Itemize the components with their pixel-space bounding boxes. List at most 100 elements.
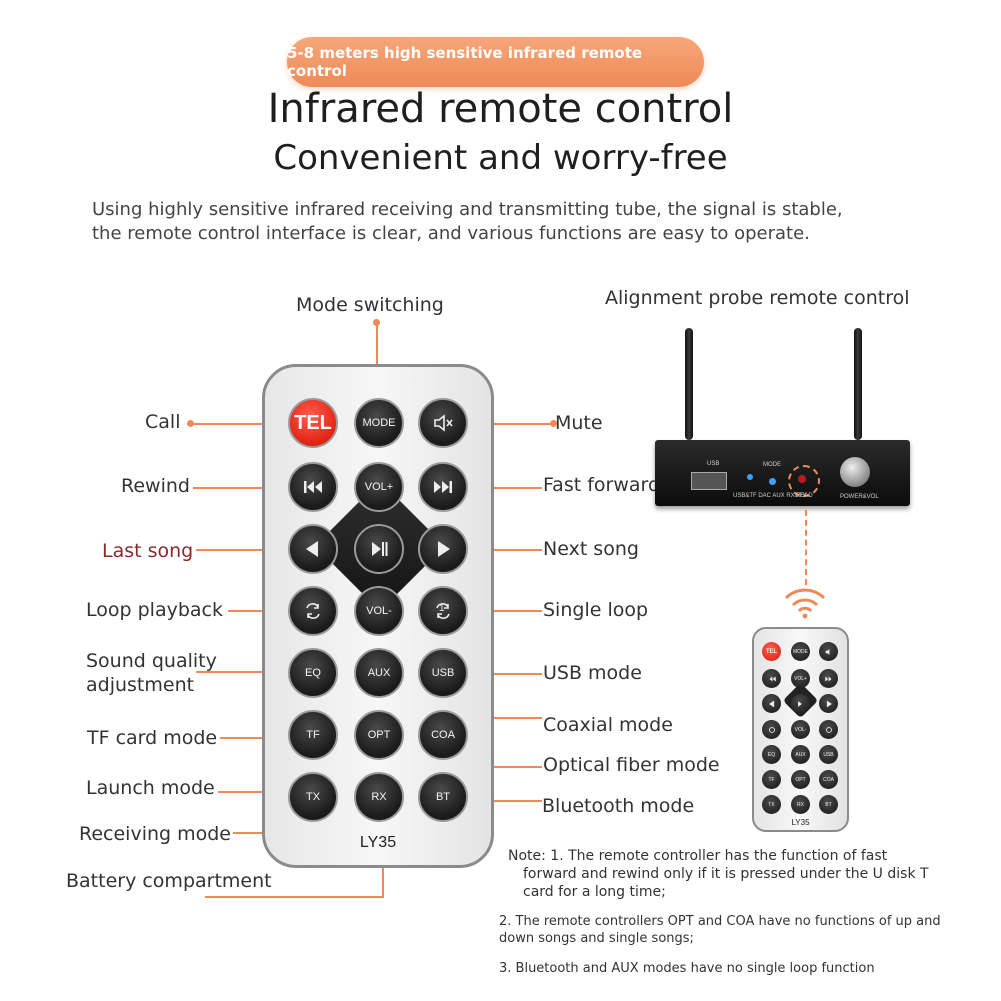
small-tf-button: TF	[762, 770, 781, 789]
mute-icon	[434, 414, 453, 432]
rewind-button[interactable]	[288, 462, 338, 512]
leader-line-rewind	[193, 487, 293, 489]
description-line-1: Using highly sensitive infrared receivin…	[92, 199, 843, 220]
label-launch-mode: Launch mode	[86, 777, 215, 799]
leader-dot	[550, 420, 557, 427]
opt-button[interactable]: OPT	[354, 710, 404, 760]
eq-label: EQ	[305, 667, 321, 679]
play-pause-button[interactable]	[354, 524, 404, 574]
device-read-label: READ	[796, 493, 813, 499]
leader-line-battery-v	[382, 866, 384, 898]
fast-forward-button[interactable]	[418, 462, 468, 512]
note-2-line-2: down songs and single songs;	[499, 931, 694, 946]
note-2-line-1: 2. The remote controllers OPT and COA ha…	[499, 914, 941, 929]
signal-dashed-line	[805, 510, 807, 585]
label-tf-card-mode: TF card mode	[87, 727, 218, 749]
prev-button[interactable]	[288, 524, 338, 574]
small-prev-button	[762, 694, 781, 713]
small-prev-icon	[768, 700, 774, 707]
tel-button-label: TEL	[294, 411, 332, 434]
mode-button-label: MODE	[362, 417, 396, 429]
device-mode-label: MODE	[763, 462, 781, 468]
bt-label: BT	[435, 791, 451, 803]
leader-line-single-loop	[464, 610, 542, 612]
banner-pill: 5-8 meters high sensitive infrared remot…	[287, 37, 704, 87]
small-ff-icon	[824, 676, 831, 681]
rx-label: RX	[371, 791, 387, 803]
eq-button[interactable]: EQ	[288, 648, 338, 698]
small-mode-button: MODE	[791, 642, 810, 661]
leader-line-eq	[196, 671, 292, 673]
label-coaxial-mode: Coaxial mode	[543, 714, 673, 736]
usb-button[interactable]: USB	[418, 648, 468, 698]
leader-dot	[373, 319, 380, 326]
leader-dot	[187, 420, 194, 427]
small-eq-label: EQ	[767, 751, 776, 758]
small-vol-down-label: VOL-	[794, 726, 807, 733]
led-indicator	[769, 478, 776, 485]
label-sound-quality-1: Sound quality	[86, 650, 217, 672]
opt-label: OPT	[367, 729, 391, 741]
leader-line-call	[190, 423, 290, 425]
tel-button[interactable]: TEL	[288, 398, 338, 448]
mode-button[interactable]: MODE	[354, 398, 404, 448]
small-bt-button: BT	[819, 795, 838, 814]
loop-button[interactable]	[288, 586, 338, 636]
small-loop-icon	[768, 726, 775, 733]
coa-button[interactable]: COA	[418, 710, 468, 760]
rewind-icon	[304, 481, 322, 493]
small-single-loop-button	[819, 720, 838, 739]
remote-model-label: LY35	[359, 834, 397, 851]
label-rewind: Rewind	[121, 475, 190, 497]
label-mode-switching: Mode switching	[296, 294, 444, 316]
small-single-loop-icon	[825, 726, 832, 733]
device-power-label: POWER&VOL	[840, 494, 879, 500]
bt-button[interactable]: BT	[418, 772, 468, 822]
label-usb-mode: USB mode	[543, 662, 642, 684]
tx-label: TX	[305, 791, 321, 803]
aux-label: AUX	[367, 667, 391, 679]
small-opt-label: OPT	[795, 776, 806, 783]
label-battery-compartment: Battery compartment	[66, 870, 272, 892]
small-mode-label: MODE	[793, 648, 808, 655]
triangle-left-icon	[306, 541, 318, 557]
led-indicator	[747, 474, 753, 480]
antenna-right	[854, 328, 862, 440]
small-usb-button: USB	[819, 745, 838, 764]
leader-line-mute	[463, 423, 553, 425]
usb-label: USB	[431, 667, 455, 679]
leader-line-mode	[376, 322, 378, 400]
leader-line-next	[464, 549, 542, 551]
leader-line-tf	[220, 737, 292, 739]
label-bluetooth-mode: Bluetooth mode	[542, 795, 695, 817]
vol-down-button[interactable]: VOL-	[354, 586, 404, 636]
small-aux-label: AUX	[795, 751, 806, 758]
leader-line-coa	[465, 717, 542, 719]
small-play-icon	[797, 700, 802, 707]
note-1-line-1: Note: 1. The remote controller has the f…	[508, 848, 888, 864]
single-loop-icon	[436, 603, 450, 619]
leader-line-last-song	[196, 549, 292, 551]
rx-button[interactable]: RX	[354, 772, 404, 822]
mute-button[interactable]	[418, 398, 468, 448]
tx-button[interactable]: TX	[288, 772, 338, 822]
single-loop-button[interactable]	[418, 586, 468, 636]
ir-receiver	[798, 475, 806, 483]
small-mute-button	[819, 642, 838, 661]
tf-button[interactable]: TF	[288, 710, 338, 760]
vol-up-button[interactable]: VOL+	[354, 462, 404, 512]
leader-line-ff	[464, 487, 542, 489]
label-next-song: Next song	[543, 538, 639, 560]
small-eq-button: EQ	[762, 745, 781, 764]
small-ff-button	[819, 669, 838, 688]
ir-receiver-highlight	[788, 465, 820, 497]
small-rewind-icon	[769, 676, 776, 681]
play-pause-icon	[372, 542, 388, 556]
label-sound-quality-2: adjustment	[86, 674, 195, 696]
vol-up-label: VOL+	[364, 481, 394, 493]
aux-button[interactable]: AUX	[354, 648, 404, 698]
leader-line-tx	[218, 791, 292, 793]
next-button[interactable]	[418, 524, 468, 574]
small-vol-up-button: VOL+	[791, 669, 810, 688]
leader-line-bt	[470, 800, 542, 802]
